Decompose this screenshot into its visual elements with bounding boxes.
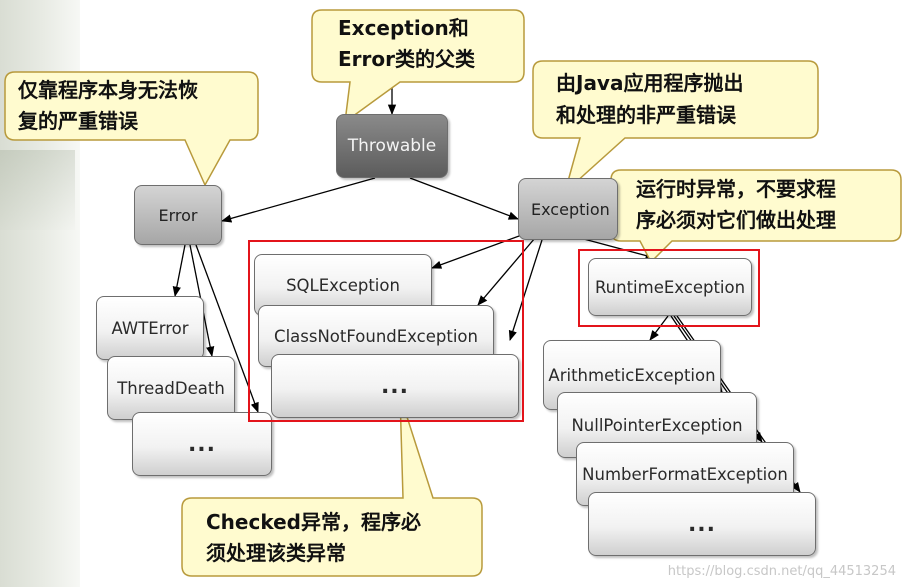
- edge-exception-more: [508, 239, 543, 341]
- callout-exception-line1: 由Java应用程序抛出: [556, 71, 744, 95]
- callout-exception-bubble: [532, 60, 819, 195]
- callout-exception-line2: 和处理的非严重错误: [556, 103, 736, 127]
- runtimeexception-node: RuntimeException: [588, 258, 752, 316]
- callout-checked-line2: 须处理该类异常: [206, 541, 346, 565]
- edge-throwable-error: [220, 177, 376, 223]
- background-left-band: [0, 150, 75, 230]
- edge-exception-sql: [431, 231, 531, 269]
- threaddeath-node: ThreadDeath: [107, 356, 235, 420]
- callout-runtime-bubble: [610, 169, 902, 264]
- edge-exception-classnotfound: [477, 237, 536, 306]
- edge-error-awterror: [172, 244, 186, 298]
- watermark-text: https://blog.csdn.net/qq_44513254: [667, 564, 896, 579]
- checked-highlight-box: [248, 240, 524, 422]
- callout-checked-line1: Checked异常，程序必: [206, 510, 421, 534]
- awterror-node: AWTError: [96, 296, 204, 360]
- callout-error-line1: 仅靠程序本身无法恢: [18, 78, 198, 102]
- callout-checked-bubble: [181, 394, 483, 577]
- error-more-node: ...: [132, 412, 272, 476]
- throwable-node: Throwable: [336, 114, 448, 178]
- runtime-highlight-box: [578, 249, 760, 327]
- edge-exception-runtime: [579, 237, 657, 260]
- edge-runtime-arithmetic: [649, 315, 669, 341]
- callout-error-line2: 复的严重错误: [18, 109, 138, 133]
- callout-throwable-line1: Exception和: [338, 16, 469, 40]
- edge-throwable-exception: [409, 177, 519, 220]
- callout-error-bubble: [4, 71, 259, 187]
- checked-more-node: ...: [271, 354, 519, 418]
- exception-node: Exception: [518, 178, 618, 240]
- callout-runtime-line1: 运行时异常，不要求程: [636, 177, 836, 201]
- runtime-more-node: ...: [588, 492, 816, 556]
- callout-throwable-line2: Error类的父类: [338, 47, 475, 71]
- callout-throwable-bubble: [311, 9, 525, 124]
- error-node: Error: [134, 185, 222, 245]
- callout-runtime-line2: 序必须对它们做出处理: [636, 208, 836, 232]
- edge-error-more: [195, 244, 259, 413]
